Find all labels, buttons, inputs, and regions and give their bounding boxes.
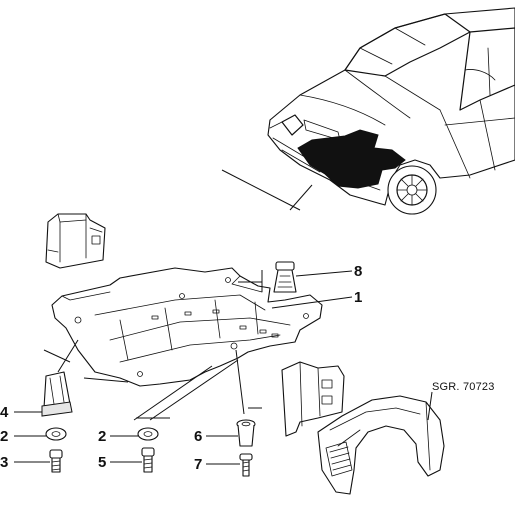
support-bracket [281,361,345,437]
callout-5: 5 [98,454,106,471]
bolt [239,453,253,477]
callout-8: 8 [354,263,362,280]
small-bracket [45,213,106,269]
callout-3: 3 [0,454,8,471]
car-side-window [459,27,515,111]
screw-mid [141,447,155,473]
screw-left [49,449,63,473]
callout-labels: 1 8 4 2 3 2 5 6 7 SGR. 70723 [0,263,495,473]
undertray-location-highlight [297,129,406,189]
callout-6: 6 [194,428,202,445]
spacer-bush [236,419,256,447]
washer-left [45,427,67,441]
leader-lines [14,270,433,465]
car-body [267,7,515,206]
callout-7: 7 [194,456,202,473]
car-illustration [221,7,515,215]
clip-part [238,261,297,293]
undertray-panel [51,267,323,387]
car-front-wheel [387,165,437,215]
reference-code: SGR. 70723 [432,381,495,393]
callout-1: 1 [354,289,362,306]
callout-2-mid: 2 [98,428,106,445]
washer-mid [137,427,159,441]
wheel-arch-liner [317,395,445,495]
rubber-pad [41,371,73,417]
callout-2-left: 2 [0,428,8,445]
car-grille [281,114,304,136]
callout-4: 4 [0,404,9,421]
